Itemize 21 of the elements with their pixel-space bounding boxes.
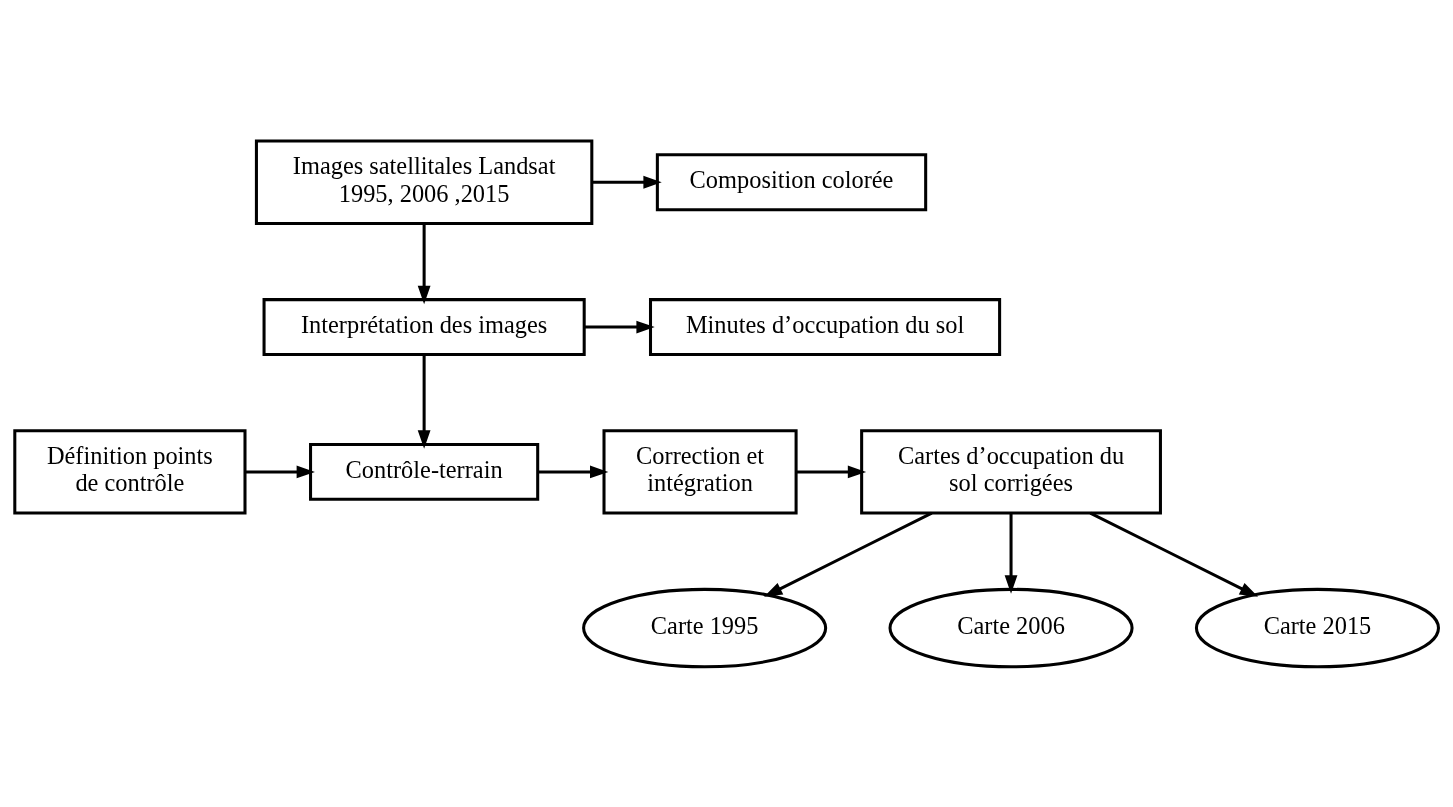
arrow bbox=[417, 354, 431, 449]
node-box: Minutes d’occupation du sol bbox=[649, 297, 1002, 356]
node-box: Correction et intégration bbox=[602, 428, 798, 515]
node-box: Contrôle-terrain bbox=[309, 442, 540, 501]
node-ellipse: Carte 2015 bbox=[1194, 587, 1440, 668]
arrow bbox=[1004, 512, 1018, 594]
arrow bbox=[796, 465, 867, 478]
arrow bbox=[764, 511, 933, 597]
arrow bbox=[584, 320, 655, 333]
node-ellipse: Carte 1995 bbox=[582, 587, 828, 668]
arrow bbox=[537, 465, 609, 478]
node-box: Cartes d’occupation du sol corrigées bbox=[860, 428, 1162, 515]
node-box: Interprétation des images bbox=[262, 297, 586, 356]
arrow bbox=[592, 175, 662, 189]
node-box: Composition colorée bbox=[655, 152, 928, 211]
node-box: Définition points de contrôle bbox=[13, 428, 247, 515]
arrow bbox=[417, 223, 431, 304]
arrow bbox=[1089, 511, 1259, 597]
arrow bbox=[245, 465, 315, 478]
node-ellipse: Carte 2006 bbox=[888, 587, 1134, 668]
node-box: Images satellitales Landsat 1995, 2006 ,2015 bbox=[254, 139, 594, 225]
